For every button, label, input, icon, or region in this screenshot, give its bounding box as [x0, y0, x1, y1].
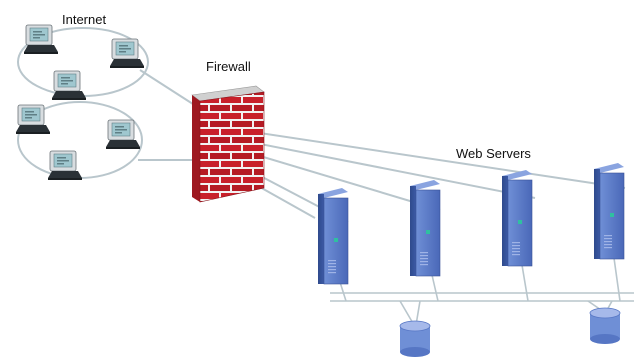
computer-icon [105, 119, 141, 150]
server-icon [593, 162, 625, 260]
internet-label: Internet [62, 12, 106, 27]
computer-icon [47, 150, 83, 181]
firewall-label: Firewall [206, 59, 251, 74]
firewall-icon [191, 85, 265, 203]
database-icon [589, 307, 621, 345]
server-backbone [330, 257, 634, 326]
server-icon [409, 179, 441, 277]
server-icon [317, 187, 349, 285]
computer-icon [51, 70, 87, 101]
web-servers-label: Web Servers [456, 146, 531, 161]
server-icon [501, 169, 533, 267]
computer-icon [23, 24, 59, 55]
database-icon [399, 320, 431, 358]
